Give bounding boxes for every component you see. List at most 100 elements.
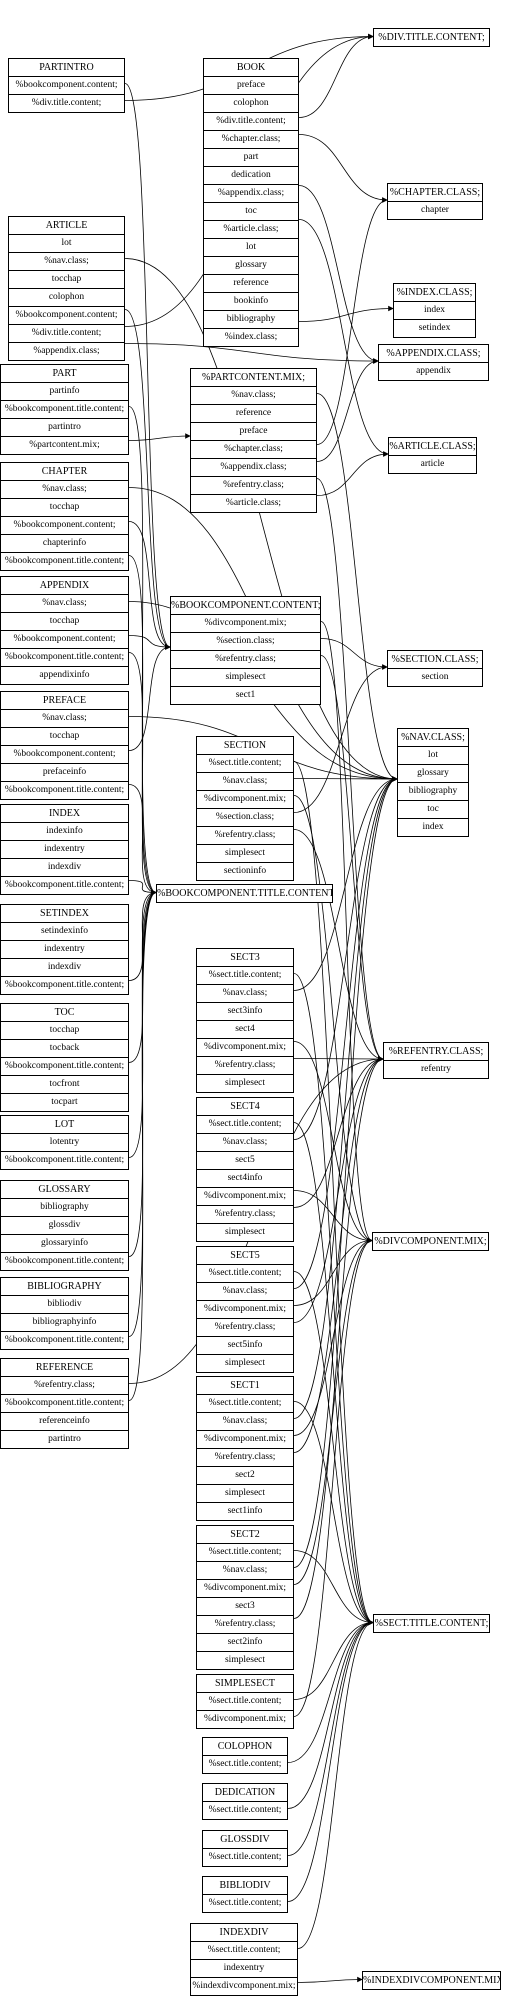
node-field: lotentry [1, 1134, 128, 1152]
node-field: %bookcomponent.title.content; [1, 649, 128, 667]
node-field: indexentry [1, 841, 128, 859]
node-field: appendixinfo [39, 670, 90, 680]
node-field: sect1 [235, 690, 256, 700]
node-title: PART [1, 365, 128, 383]
node-field: tocfront [1, 1076, 128, 1094]
node-title: DEDICATION [203, 1784, 287, 1802]
node-field: %article.class; [225, 498, 282, 508]
edge-sect5-to-refentryclass [293, 1056, 384, 1323]
node-field: %appendix.class; [191, 459, 316, 477]
node-field: %nav.class; [197, 1283, 293, 1301]
edge-book-to-articleclass [298, 219, 389, 457]
node-field: %divcomponent.mix; [197, 791, 293, 809]
node-title: %INDEXDIVCOMPONENT.MIX; [363, 1975, 500, 1986]
node-field: %nav.class; [197, 1562, 293, 1580]
node-title: %BOOKCOMPONENT.CONTENT; [171, 597, 320, 615]
node-field: bibliography [204, 311, 298, 329]
node-field: simplesect [224, 1078, 266, 1088]
node-title: SECT2 [197, 1526, 293, 1544]
node-field: %chapter.class; [191, 441, 316, 459]
node-field: %appendix.class; [33, 346, 100, 356]
node-field: %article.class; [204, 221, 298, 239]
node-field: %sect.title.content; [197, 1395, 293, 1413]
node-field: %sect.title.content; [191, 1942, 297, 1960]
edge-glossdiv-to-secttitle [287, 1619, 374, 1856]
node-field: sect5 [197, 1152, 293, 1170]
node-field: sect5info [197, 1337, 293, 1355]
node-title: %PARTCONTENT.MIX; [191, 369, 316, 387]
node-title: ARTICLE [9, 217, 124, 235]
edge-bcc-to-refentryclass [320, 655, 384, 1062]
node-field: setindexinfo [1, 923, 128, 941]
node-field: lot [398, 747, 468, 765]
node-field: %bookcomponent.title.content; [4, 980, 125, 990]
edge-chapter-to-bcc [128, 521, 171, 650]
edge-sect4-to-secttitle [293, 1122, 374, 1626]
node-field: bibliography [398, 783, 468, 801]
node-field: %divcomponent.mix; [197, 1039, 293, 1057]
edge-part-to-partcontent [128, 433, 191, 441]
node-field: referenceinfo [1, 1413, 128, 1431]
edge-bcc-to-sectionclass [320, 638, 388, 670]
edge-sect4-to-refentryclass [293, 1056, 384, 1208]
node-field: sect2 [197, 1467, 293, 1485]
node-title: %SECT.TITLE.CONTENT; [374, 1618, 489, 1629]
edge-sect4-to-divmix [293, 1190, 373, 1244]
node-field: sect4info [197, 1170, 293, 1188]
node-field: %section.class; [197, 809, 293, 827]
node-field: %div.title.content; [204, 113, 298, 131]
node-field: chapter [421, 205, 449, 215]
node-title: GLOSSARY [1, 1181, 128, 1199]
node-preface: PREFACE%nav.class;tocchap%bookcomponent.… [0, 691, 129, 800]
node-field: %indexdivcomponent.mix; [192, 1981, 296, 1991]
node-field: %sect.title.content; [197, 967, 293, 985]
node-field: %div.title.content; [31, 98, 102, 108]
node-sect5: SECT5%sect.title.content;%nav.class;%div… [196, 1246, 294, 1373]
node-indexdivmix: %INDEXDIVCOMPONENT.MIX; [362, 1971, 501, 1990]
node-articleclass: %ARTICLE.CLASS;article [388, 437, 477, 474]
edge-section-to-sectionclass [293, 664, 388, 813]
edge-bcc-to-divmix [320, 621, 373, 1244]
edge-partintro-to-bcc [124, 83, 171, 650]
node-title: CHAPTER [1, 463, 128, 481]
edge-simplesect-to-divmix [293, 1237, 373, 1717]
node-field: tocpart [51, 1097, 78, 1107]
node-title: SECT1 [197, 1377, 293, 1395]
node-title: TOC [1, 1004, 128, 1022]
node-field: section [421, 672, 449, 682]
node-field: %divcomponent.mix; [197, 1580, 293, 1598]
node-field: prefaceinfo [1, 764, 128, 782]
node-field: colophon [204, 95, 298, 113]
node-field: %divcomponent.mix; [203, 1714, 287, 1724]
node-field: simplesect [197, 1485, 293, 1503]
node-field: tocchap [1, 613, 128, 631]
node-field: bibliography [1, 1199, 128, 1217]
node-field: glossdiv [1, 1217, 128, 1235]
node-field: %refentry.class; [171, 651, 320, 669]
node-field: appendix [416, 366, 451, 376]
node-field: dedication [204, 167, 298, 185]
node-field: %divcomponent.mix; [197, 1431, 293, 1449]
node-field: tocchap [9, 271, 124, 289]
edge-book-to-divtitle [298, 33, 374, 118]
edge-appendix-to-bcc [128, 635, 171, 650]
edge-sect5-to-navclass [293, 776, 398, 1289]
edge-index-to-bctc [128, 880, 157, 896]
node-title: BOOK [204, 59, 298, 77]
edge-sect1-to-divmix [293, 1237, 373, 1436]
node-field: simplesect [197, 845, 293, 863]
node-field: indexinfo [1, 823, 128, 841]
node-field: %sect.title.content; [208, 1759, 282, 1769]
node-title: REFERENCE [1, 1359, 128, 1377]
node-field: lot [9, 235, 124, 253]
node-field: partintro [1, 419, 128, 437]
node-bibliodiv: BIBLIODIV%sect.title.content; [202, 1876, 288, 1913]
